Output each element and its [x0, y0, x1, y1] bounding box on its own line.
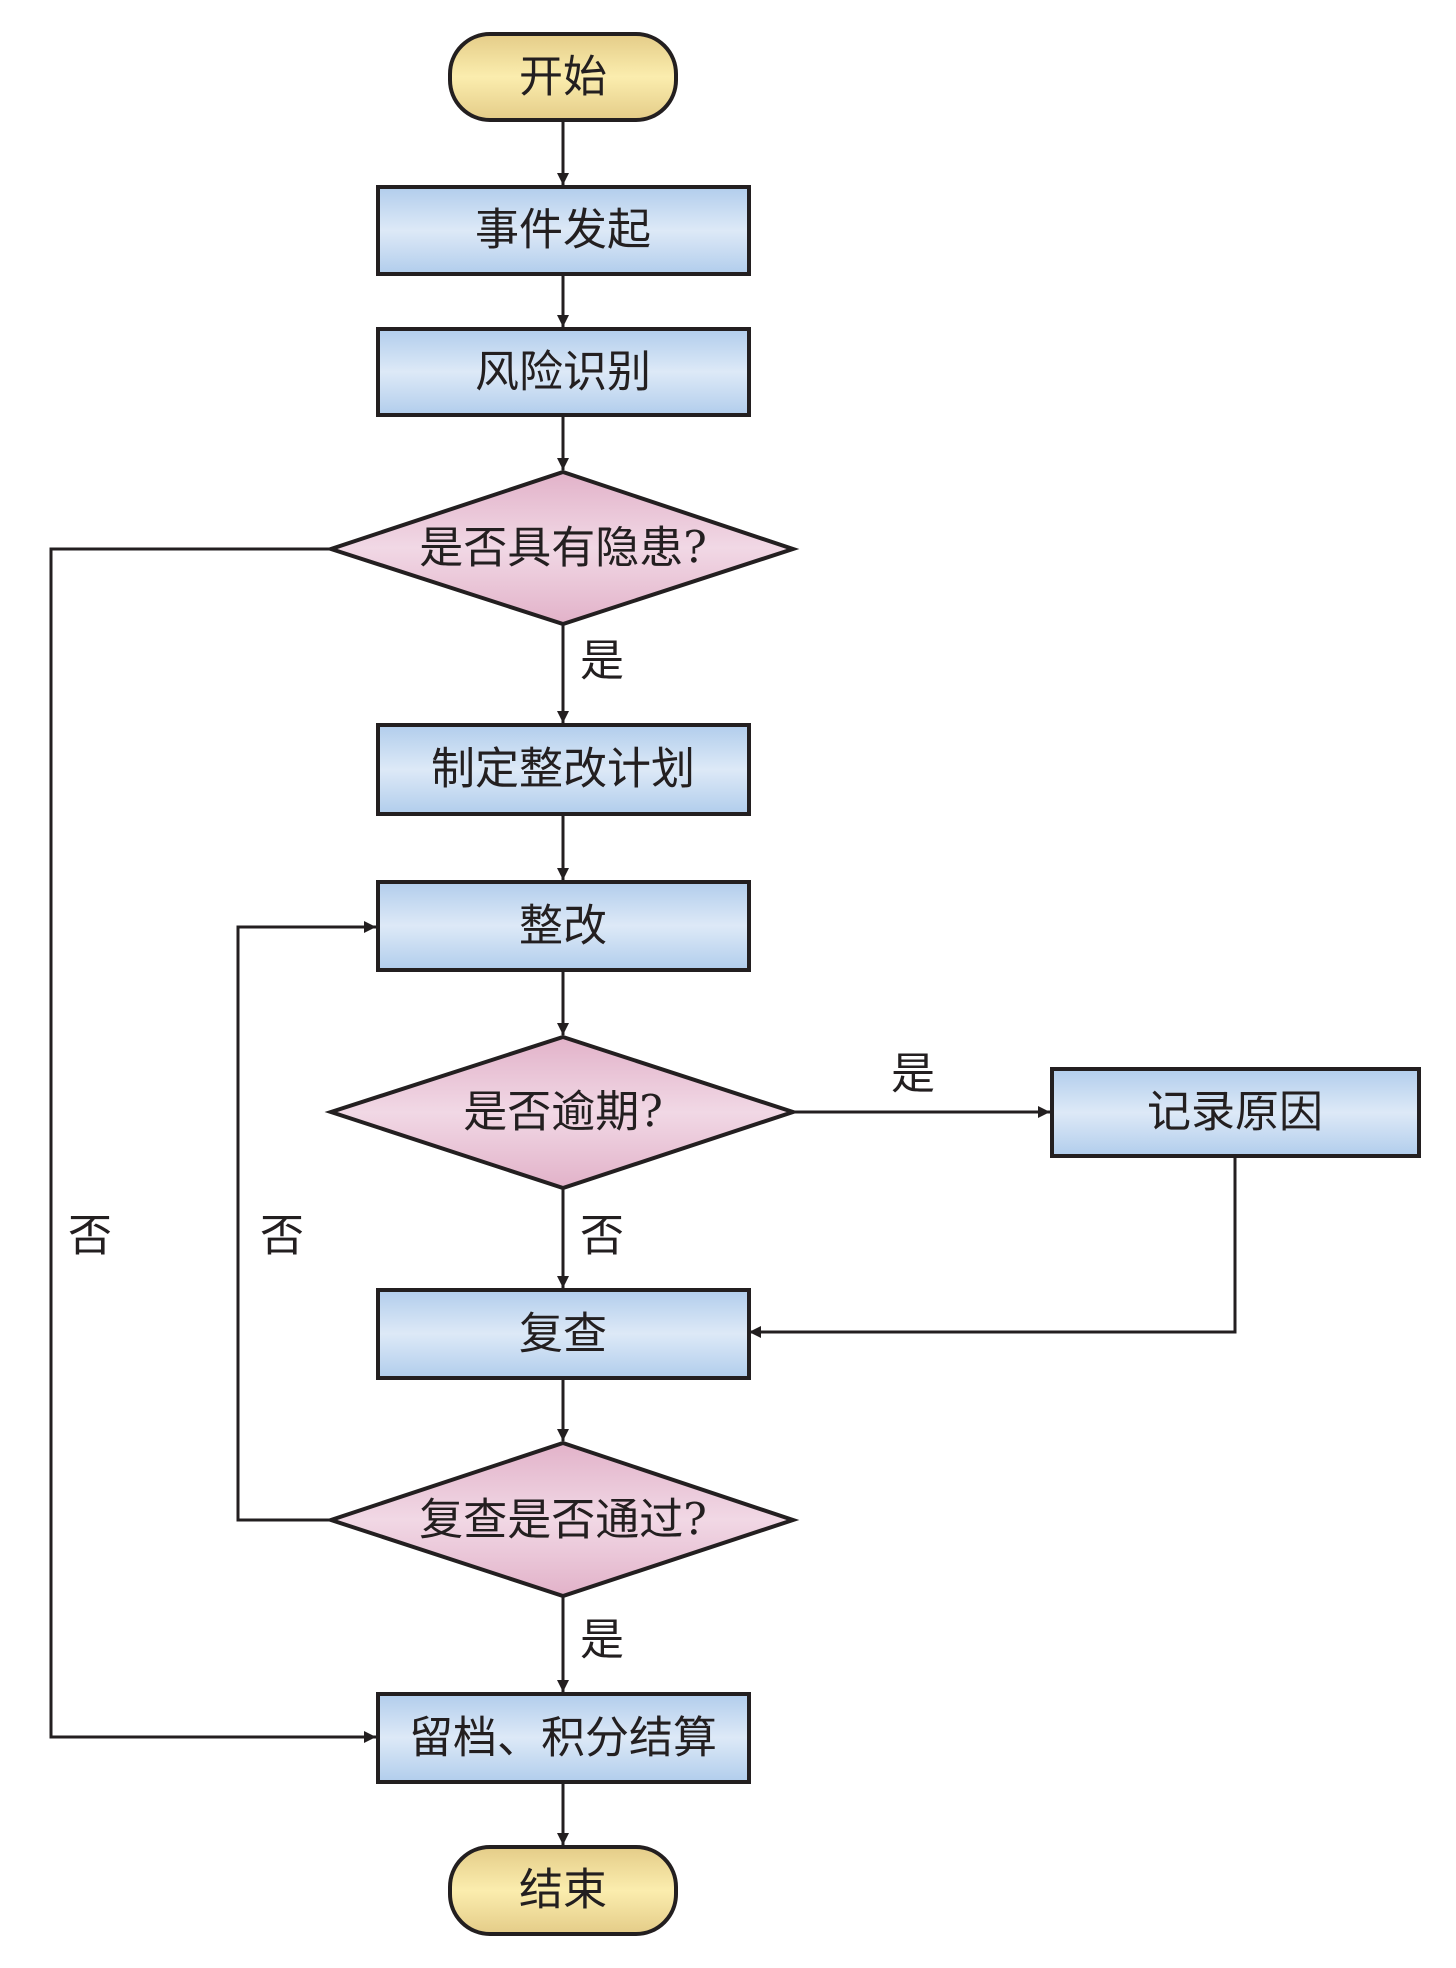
edge-label-passed-no: 否 — [260, 1211, 304, 1262]
archive-settle-label: 留档、积分结算 — [409, 1713, 717, 1764]
record-reason-label: 记录原因 — [1147, 1087, 1323, 1138]
event-initiated-label: 事件发起 — [475, 205, 651, 256]
edge-label-hazard-yes: 是 — [580, 636, 624, 687]
risk-identification-box — [376, 327, 751, 417]
is-overdue-label: 是否逾期? — [463, 1087, 663, 1138]
risk-identification-label: 风险识别 — [475, 347, 651, 398]
recheck-label: 复查 — [519, 1309, 607, 1360]
is-overdue-diamond — [324, 1034, 800, 1191]
edge-passed-no-to-rectification — [236, 921, 376, 1522]
rectification-plan-label: 制定整改计划 — [431, 744, 695, 795]
recheck-box — [376, 1288, 751, 1380]
has-hazard-label: 是否具有隐患? — [419, 523, 707, 574]
end-terminal — [448, 1845, 678, 1936]
edge-record-to-recheck — [749, 1156, 1237, 1338]
rectification-label: 整改 — [519, 901, 607, 952]
edge-label-overdue-yes: 是 — [891, 1049, 935, 1100]
start-label: 开始 — [519, 52, 607, 103]
end-label: 结束 — [519, 1865, 607, 1916]
event-initiated-box — [376, 185, 751, 276]
has-hazard-diamond — [324, 469, 800, 627]
edge-label-overdue-no: 否 — [580, 1211, 624, 1262]
rectification-box — [376, 880, 751, 972]
edge-label-hazard-no: 否 — [68, 1211, 112, 1262]
recheck-passed-label: 复查是否通过? — [419, 1495, 707, 1546]
archive-settle-box — [376, 1692, 751, 1784]
recheck-passed-diamond — [324, 1440, 800, 1599]
edge-label-passed-yes: 是 — [580, 1615, 624, 1666]
rectification-plan-box — [376, 723, 751, 816]
record-reason-box — [1050, 1067, 1421, 1158]
start-terminal — [448, 32, 678, 122]
edge-hazard-no-to-archive — [49, 547, 376, 1743]
